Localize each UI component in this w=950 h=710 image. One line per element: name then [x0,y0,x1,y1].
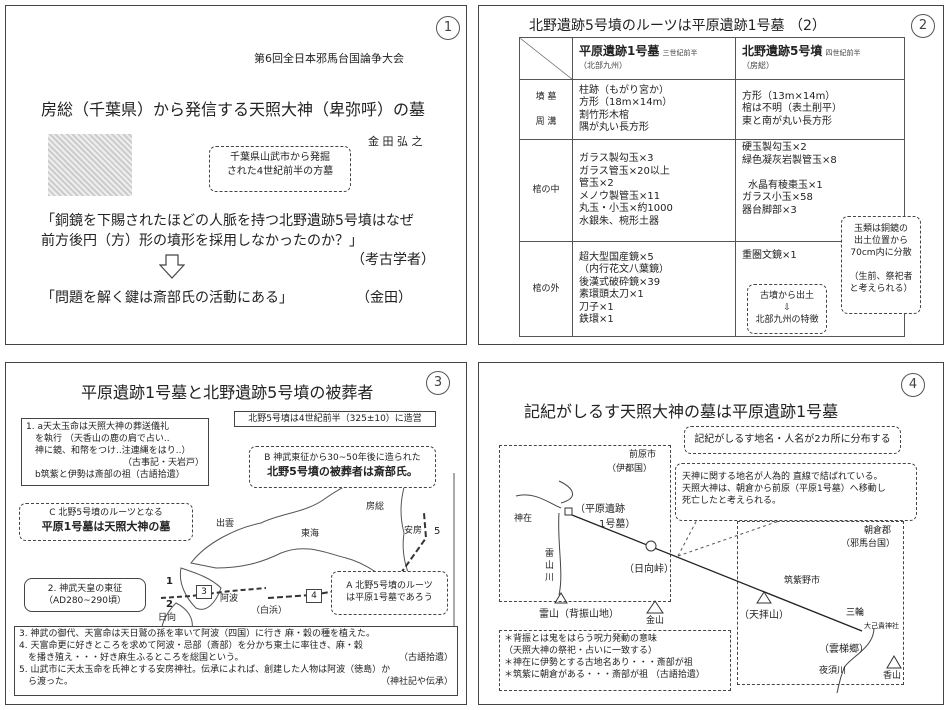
map-label-hirabaru: （平原遺跡 [575,504,625,515]
map-label-kanayama: 金山 [646,616,665,626]
event-name: 第6回全日本邪馬台国論争大会 [254,52,404,65]
slide-title: 記紀がしるす天照大神の墓は平原遺跡1号墓 [524,402,839,421]
map-label-yasu: 夜須川 [819,666,847,676]
comparison-table: 平原遺跡1号墓 三世紀前半（北部九州） 北野遺跡5号墳 四世紀前半（房総） 墳 … [519,37,905,337]
interpretation-callout: 天神に関する地名が人為的 直線で結ばれている。天照大神は、朝倉から前原（平原1号… [675,463,917,521]
answer-source: （金田） [356,290,412,306]
box-b: B 神武東征から30~50年後に造られた 北野5号墳の被葬者は斎部氏。 [249,446,436,488]
box-c: C 北野5号墳のルーツとなる 平原1号墓は天照大神の墓 [19,503,193,541]
slide-title: 房総（千葉県）から発信する天照大神（卑弥呼）の墓 [41,100,426,119]
map-label-onamuchi: 大己貴神社 [864,622,899,630]
itokoku-region [499,445,671,602]
map-label-miwa: 三輪 [846,608,865,618]
map-label-1: 1 [166,576,173,587]
map-label-unate: （雲梯郷） [819,644,869,655]
map-label-raizan: 雷山（背振山地） [539,609,619,620]
map-label-2: 2 [166,599,173,610]
page-number-badge: 1 [436,16,460,40]
asakura-region [737,521,904,685]
slide-title: 北野遺跡5号墳のルーツは平原遺跡1号墓 （2） [529,18,826,34]
slide-4: 4 記紀がしるす天照大神の墓は平原遺跡1号墓 記紀がしるす地名・人名が2カ所に分… [478,362,944,705]
map-label-kamiari: 神在 [514,514,533,524]
cell-kitano: 方形（13m×14m）棺は不明（表土削平）東と南が丸い長方形 [735,79,905,140]
map-label-5: 5 [434,526,441,537]
corner-cell [519,37,573,80]
slide-2: 2 北野遺跡5号墳のルーツは平原遺跡1号墓 （2） 平原遺跡1号墓 三世紀前半（… [478,5,944,345]
map-label-kouyama: 香山 [883,671,902,681]
question-line: 「銅鏡を下賜されたほどの人脈を持つ北野遺跡5号墳はなぜ [41,213,414,229]
page-number-badge: 3 [426,371,450,395]
map-label-hirabaru: 1号墓） [599,519,636,530]
map-label-awa2: 安房 [404,526,423,536]
map-label-hinata: （日向峠） [624,564,674,575]
map-label-shirahama: （白浜） [251,606,288,616]
down-arrow-icon [159,254,185,279]
map-label-4: 4 [306,589,322,603]
map-label-yamatai: （邪馬台国） [841,539,896,549]
callout-line: された4世紀前半の方墓 [226,166,334,177]
map-label-tokai: 東海 [301,529,320,539]
box-2: 2. 神武天皇の東征（AD280~290頃） [24,578,146,612]
slide-title: 平原遺跡1号墓と北野遺跡5号墳の被葬者 [81,383,374,402]
map-label-izumo: 出雲 [216,519,235,529]
map-label-boso: 房総 [366,502,385,512]
row-label: 墳 墓周 溝 [519,79,573,140]
page-number-badge: 4 [901,373,925,397]
mirror-note-callout: 古墳から出土 ⇩ 北部九州の特徴 [747,284,827,334]
slide-1: 1 第6回全日本邪馬台国論争大会 房総（千葉県）から発信する天照大神（卑弥呼）の… [5,5,467,345]
notes-box: ＊背振とは鬼をはらう呪力発動の意味（天照大神の祭祀・占いに一致する）＊神在に伊勢… [499,630,731,691]
map-label-maebaru: 前原市 [629,450,657,460]
question-line: 前方後円（方）形の墳形を採用しなかったのか？」 [41,233,363,249]
map-label-chikushino: 筑紫野市 [784,576,821,586]
map-label-tenpai: （天拝山） [739,610,789,621]
slide-3: 3 平原遺跡1号墓と北野遺跡5号墳の被葬者 1. a天太玉命は天照大神の葬送儀礼… [5,362,467,705]
callout-box: 千葉県山武市から発掘 された4世紀前半の方墓 [209,146,351,192]
table-row: 墳 墓周 溝 柱跡（もがり宮か）方形（18m×14m）割竹形木棺隅が丸い長方形 … [519,79,905,140]
photo-placeholder [48,134,132,196]
question-source: （考古学者） [351,252,435,268]
column-header: 北野遺跡5号墳 四世紀前半（房総） [735,37,905,80]
map-label-asakura: 朝倉郡 [864,526,892,536]
date-box: 北野5号墳は4世紀前半（325±10）に造営 [234,411,436,427]
page-number-badge: 2 [911,14,935,38]
map-label-itokoku: （伊都国） [607,464,653,474]
map-label-river: 雷山川 [545,549,555,583]
map-lines [515,480,902,694]
top-note-box: 記紀がしるす地名・人名が2カ所に分布する [684,426,901,454]
notes-box: 3. 神武の御代、天富命は天日鷲の孫を率いて阿波（四国）に行き 麻・穀の種を植え… [14,626,458,696]
table-header-row: 平原遺跡1号墓 三世紀前半（北部九州） 北野遺跡5号墳 四世紀前半（房総） [519,37,905,80]
map-label-3: 3 [196,585,212,599]
map-label-hyuga: 日向 [158,613,177,623]
column-header: 平原遺跡1号墓 三世紀前半（北部九州） [572,37,736,80]
row-label: 棺の外 [519,241,573,337]
author: 金 田 弘 之 [368,135,423,148]
note-box-1: 1. a天太玉命は天照大神の葬送儀礼 を執行 （天香山の鹿の肩で占い.. 神に鏡… [21,418,209,486]
row-label: 棺の中 [519,139,573,242]
answer: 「問題を解く鍵は斎部氏の活動にある」 [41,290,293,306]
box-a: A 北野5号墳のルーツは平原1号墓であろう [331,571,448,615]
map-label-awa: 阿波 [220,594,239,604]
callout-line: 千葉県山武市から発掘 [230,152,330,163]
cell-hirabaru: 柱跡（もがり宮か）方形（18m×14m）割竹形木棺隅が丸い長方形 [572,79,736,140]
